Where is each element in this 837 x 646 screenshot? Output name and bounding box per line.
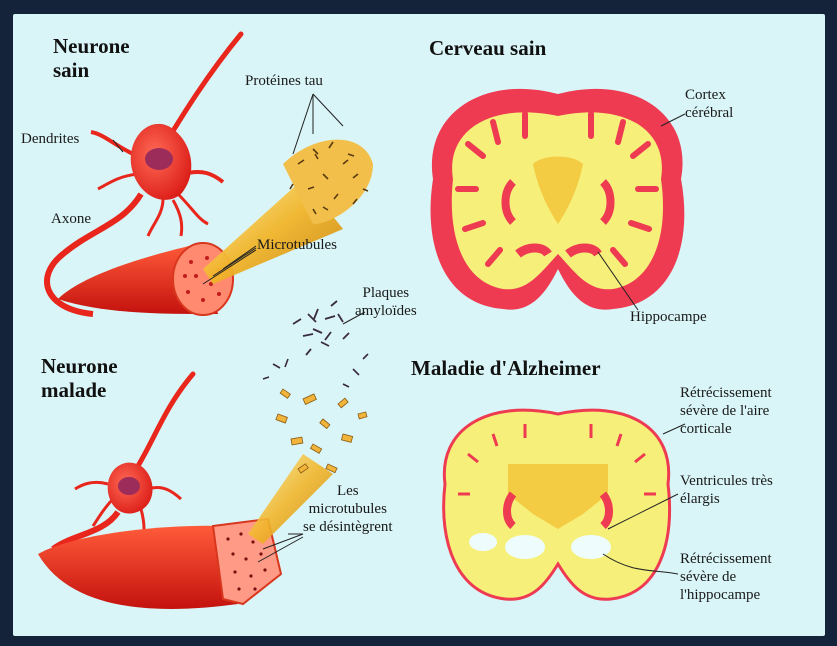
label-microtubules: Microtubules <box>257 236 337 254</box>
title-healthy-brain: Cerveau sain <box>429 36 546 60</box>
sick-neuron-drawing <box>38 301 368 609</box>
label-hippo-shrink: Rétrécissement sévère de l'hippocampe <box>680 550 772 604</box>
label-disintegrate: Les microtubules se désintègrent <box>303 482 393 536</box>
label-dendrites: Dendrites <box>21 130 79 148</box>
title-alzheimer: Maladie d'Alzheimer <box>411 356 601 380</box>
label-ventricles: Ventricules très élargis <box>680 472 773 508</box>
label-axon: Axone <box>51 210 91 228</box>
alzheimer-brain-drawing <box>444 410 685 599</box>
label-tau: Protéines tau <box>245 72 323 90</box>
healthy-brain-drawing <box>431 89 685 310</box>
label-cortical-shrink: Rétrécissement sévère de l'aire cortical… <box>680 384 772 438</box>
label-hippocampus: Hippocampe <box>630 308 707 326</box>
diagram-frame: Neurone sain Cerveau sain Neurone malade… <box>13 14 825 636</box>
label-plaques: Plaques amyloïdes <box>355 284 417 320</box>
title-sick-neuron: Neurone malade <box>41 354 161 402</box>
title-healthy-neuron: Neurone sain <box>53 34 173 82</box>
label-cortex: Cortex cérébral <box>685 86 733 122</box>
